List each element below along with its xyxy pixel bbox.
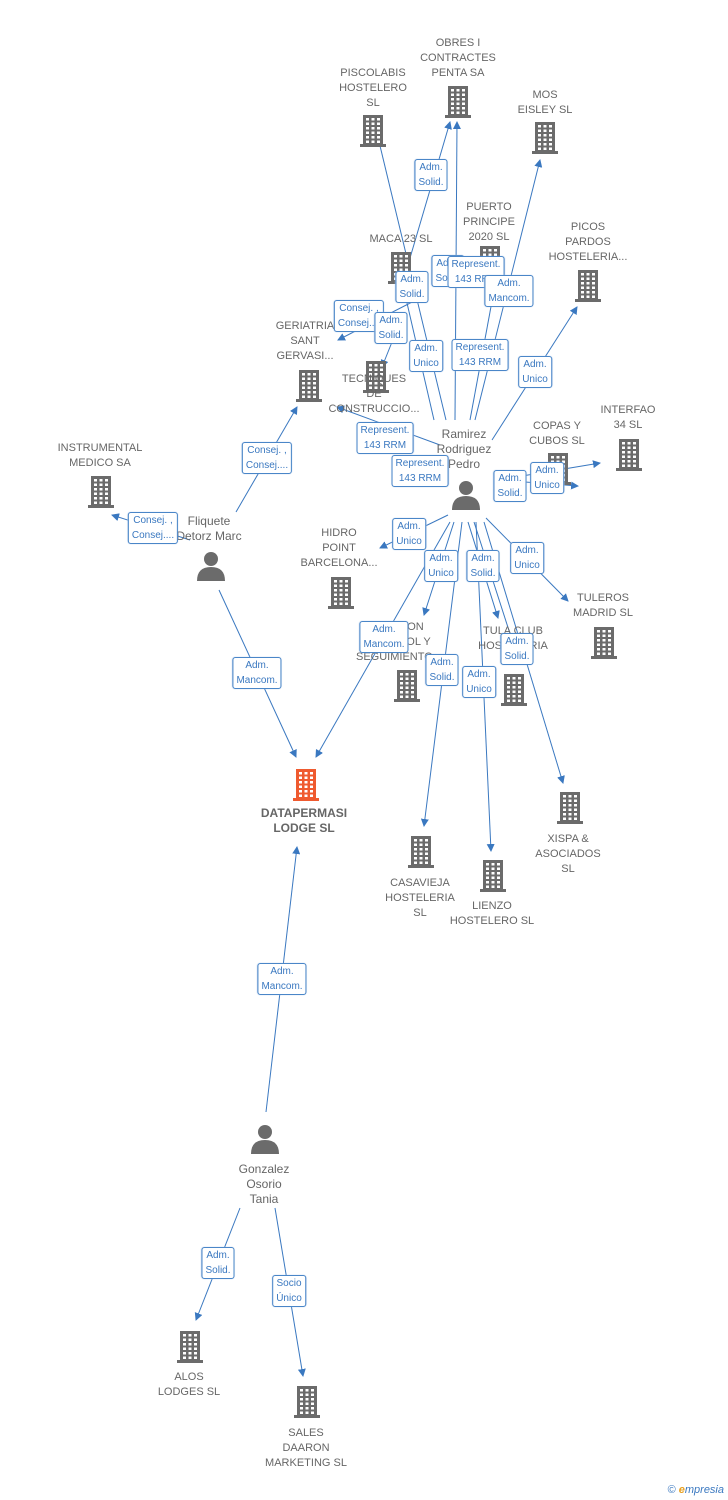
relation-badge[interactable]: Adm. Solid. xyxy=(414,159,448,191)
relation-badge[interactable]: Adm. Unico xyxy=(409,340,443,372)
company-name-label[interactable]: MACA 23 SL xyxy=(369,233,433,245)
company-icon[interactable] xyxy=(363,361,389,393)
company-icon[interactable] xyxy=(408,836,434,868)
relation-badge[interactable]: Adm. Mancom. xyxy=(257,963,307,995)
relation-badge[interactable]: Consej. , Consej.... xyxy=(127,512,179,544)
person-icon[interactable] xyxy=(197,552,225,581)
relation-badge[interactable]: Adm. Solid. xyxy=(395,271,429,303)
person-icon[interactable] xyxy=(452,481,480,510)
relation-badge[interactable]: Socio Único xyxy=(272,1275,306,1307)
relation-badge[interactable]: Adm. Solid. xyxy=(500,633,534,665)
company-icon[interactable] xyxy=(616,439,642,471)
company-icon[interactable] xyxy=(360,115,386,147)
relation-badge[interactable]: Adm. Solid. xyxy=(425,654,459,686)
copyright-icon: © xyxy=(667,1484,676,1496)
company-icon[interactable] xyxy=(177,1331,203,1363)
relation-badge[interactable]: Adm. Mancom. xyxy=(359,621,409,653)
company-icon[interactable] xyxy=(328,577,354,609)
relation-badge[interactable]: Consej. , Consej.... xyxy=(241,442,293,474)
company-icon[interactable] xyxy=(296,370,322,402)
relation-badge[interactable]: Adm. Unico xyxy=(392,518,426,550)
relation-badge[interactable]: Adm. Solid. xyxy=(466,550,500,582)
relation-badge[interactable]: Adm. Unico xyxy=(510,542,544,574)
relation-badge[interactable]: Adm. Unico xyxy=(530,462,564,494)
brand-name: mpresia xyxy=(684,1484,724,1496)
company-icon[interactable] xyxy=(445,86,471,118)
relation-edge xyxy=(473,521,515,644)
company-icon[interactable] xyxy=(88,476,114,508)
relation-badge[interactable]: Adm. Unico xyxy=(518,356,552,388)
company-icon[interactable] xyxy=(501,674,527,706)
company-icon[interactable] xyxy=(294,1386,320,1418)
relation-badge[interactable]: Adm. Mancom. xyxy=(232,657,282,689)
brand-logo-letter: e xyxy=(678,1484,685,1496)
company-icon[interactable] xyxy=(394,670,420,702)
relation-badge[interactable]: Adm. Unico xyxy=(462,666,496,698)
footer-brand: ©empresia xyxy=(668,1484,724,1496)
company-icon[interactable] xyxy=(591,627,617,659)
company-icon[interactable] xyxy=(532,122,558,154)
relation-badge[interactable]: Represent. 143 RRM xyxy=(391,455,449,487)
person-icon[interactable] xyxy=(251,1125,279,1154)
relation-badge[interactable]: Adm. Solid. xyxy=(374,312,408,344)
company-icon[interactable] xyxy=(575,270,601,302)
relation-badge[interactable]: Adm. Mancom. xyxy=(484,275,534,307)
company-icon[interactable] xyxy=(480,860,506,892)
relation-badge[interactable]: Adm. Solid. xyxy=(201,1247,235,1279)
company-icon[interactable] xyxy=(557,792,583,824)
relation-badge[interactable]: Adm. Unico xyxy=(424,550,458,582)
relation-badge[interactable]: Adm. Solid. xyxy=(493,470,527,502)
relation-badge[interactable]: Represent. 143 RRM xyxy=(356,422,414,454)
main-company-icon[interactable] xyxy=(293,769,319,801)
relation-badge[interactable]: Represent. 143 RRM xyxy=(451,339,509,371)
